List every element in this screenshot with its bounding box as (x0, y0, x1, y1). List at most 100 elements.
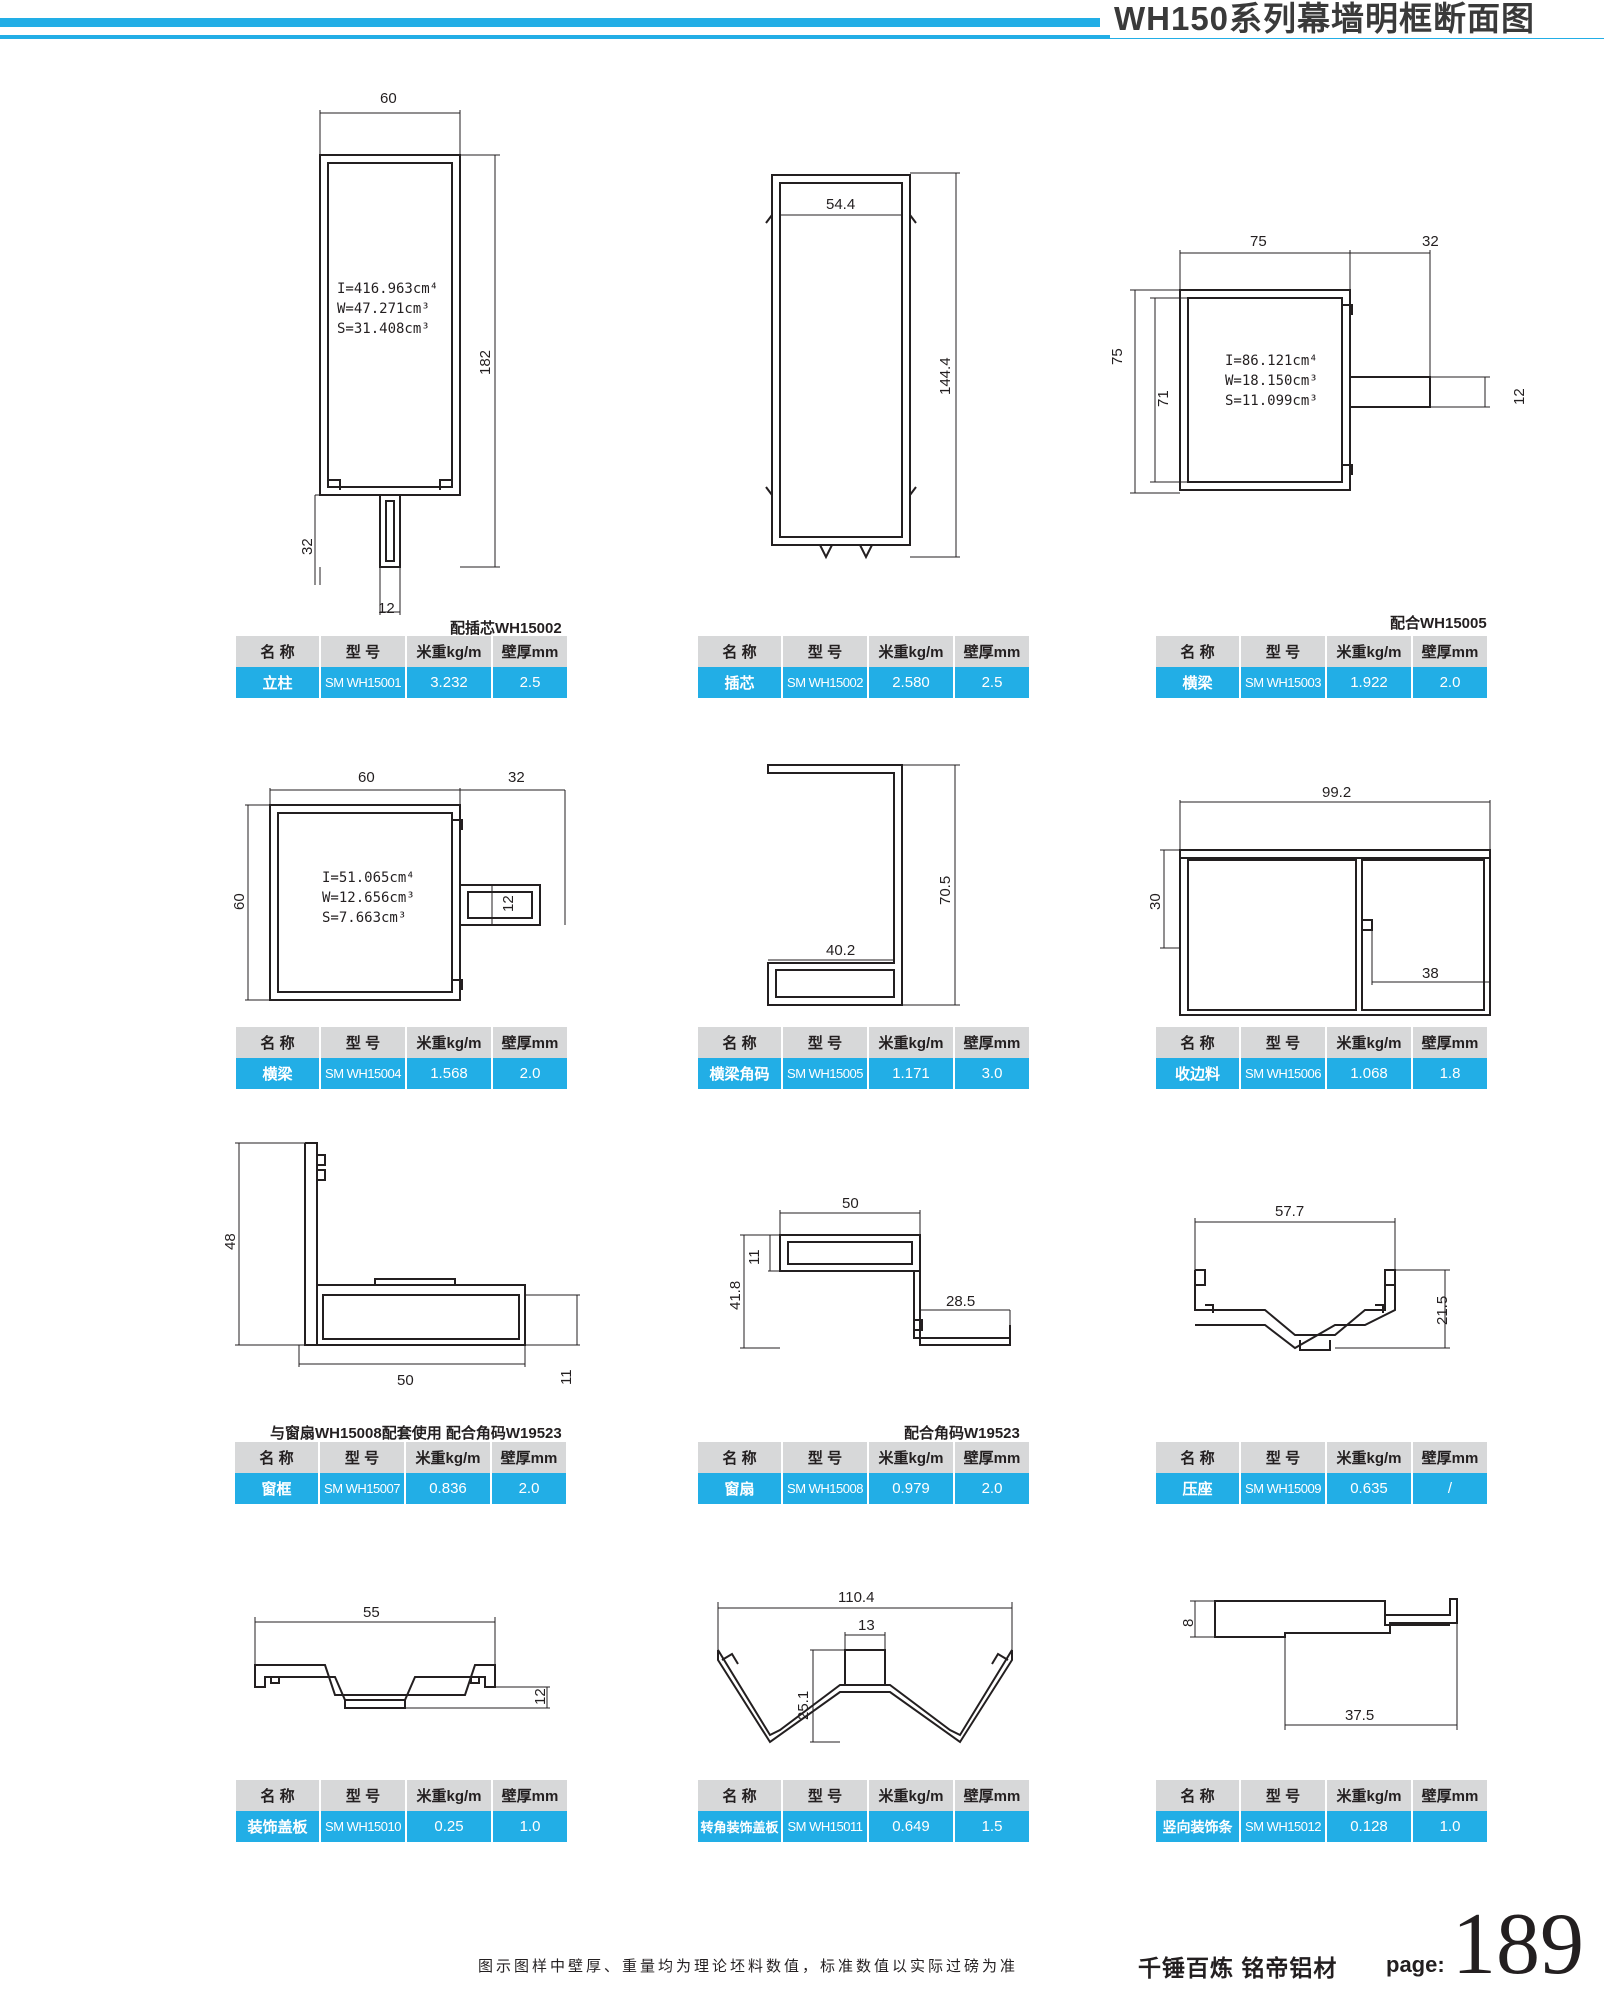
table-header: 米重kg/m (868, 1442, 955, 1473)
profile-name: 竖向装饰条 (1156, 1811, 1241, 1842)
profile-drawing-wh15007: 48 50 11 (222, 1135, 595, 1395)
table-header: 壁厚mm (1412, 1442, 1489, 1473)
table-header: 壁厚mm (954, 636, 1031, 667)
profile-name: 压座 (1156, 1473, 1241, 1504)
table-header: 名 称 (698, 1027, 783, 1058)
table-header: 米重kg/m (1326, 636, 1413, 667)
dim-label: 60 (231, 893, 248, 910)
profile-name: 窗框 (235, 1473, 320, 1504)
dim-label: 11 (746, 1249, 763, 1265)
dim-label: 48 (222, 1233, 239, 1250)
table-header: 壁厚mm (1412, 1027, 1489, 1058)
table-header: 名 称 (1156, 1442, 1241, 1473)
dim-label: 60 (358, 769, 375, 786)
dim-label: 54.4 (826, 196, 855, 213)
dim-label: 40.2 (826, 942, 855, 959)
dim-label: 12 (378, 600, 395, 617)
profile-wall: 1.0 (492, 1811, 569, 1842)
table-header: 名 称 (698, 636, 783, 667)
section-property: W=18.150cm³ (1225, 373, 1318, 389)
table-header: 型 号 (782, 1442, 869, 1473)
profile-note: 配插芯WH15002 (450, 620, 562, 637)
table-header: 米重kg/m (868, 1027, 955, 1058)
profile-name: 立柱 (236, 667, 321, 698)
table-header: 名 称 (698, 1780, 783, 1811)
profile-wall: 2.0 (492, 1058, 569, 1089)
profile-weight: 1.922 (1326, 667, 1413, 698)
dim-label: 144.4 (937, 357, 954, 395)
profile-model: SM WH15011 (782, 1811, 869, 1842)
table-header: 壁厚mm (1412, 636, 1489, 667)
table-header: 壁厚mm (954, 1442, 1031, 1473)
section-property: W=47.271cm³ (337, 301, 430, 317)
table-header: 型 号 (1240, 1442, 1327, 1473)
table-header: 米重kg/m (405, 1442, 492, 1473)
section-property: I=51.065cm⁴ (322, 870, 415, 886)
table-header: 米重kg/m (1326, 1442, 1413, 1473)
profile-wall: 3.0 (954, 1058, 1031, 1089)
header-rule (0, 35, 1604, 39)
profile-model: SM WH15001 (320, 667, 407, 698)
profile-wall: 1.5 (954, 1811, 1031, 1842)
profile-weight: 0.635 (1326, 1473, 1413, 1504)
dim-label: 32 (1422, 233, 1439, 250)
profile-drawing-wh15008: 50 11 41.8 28.5 (727, 1195, 1020, 1360)
dim-label: 182 (477, 350, 494, 375)
profile-model: SM WH15007 (319, 1473, 406, 1504)
profile-model: SM WH15002 (782, 667, 869, 698)
dim-label: 25.1 (795, 1691, 812, 1720)
profile-model: SM WH15005 (782, 1058, 869, 1089)
profile-name: 收边料 (1156, 1058, 1241, 1089)
profile-wall: 2.5 (954, 667, 1031, 698)
profile-wall: 2.5 (492, 667, 569, 698)
dim-label: 32 (299, 538, 316, 555)
profile-model: SM WH15012 (1240, 1811, 1327, 1842)
table-header: 型 号 (1240, 1027, 1327, 1058)
table-header: 米重kg/m (406, 636, 493, 667)
profile-drawing-wh15009: 57.7 21.5 (1175, 1200, 1475, 1360)
profile-wall: 2.0 (954, 1473, 1031, 1504)
dim-label: 57.7 (1275, 1203, 1304, 1220)
table-header: 名 称 (236, 1780, 321, 1811)
table-header: 名 称 (698, 1442, 783, 1473)
profile-weight: 0.128 (1326, 1811, 1413, 1842)
profile-drawing-wh15003: 75 32 75 71 12 I=86.121cm⁴ W=18.150cm³ S… (1109, 225, 1550, 505)
dim-label: 28.5 (946, 1293, 975, 1310)
dim-label: 21.5 (1434, 1296, 1451, 1325)
profile-note: 与窗扇WH15008配套使用 配合角码W19523 (270, 1425, 562, 1442)
section-property: I=86.121cm⁴ (1225, 353, 1318, 369)
profile-model: SM WH15004 (320, 1058, 407, 1089)
profile-wall: / (1412, 1473, 1489, 1504)
footer-brand: 千锤百炼 铭帝铝材 (1138, 1955, 1338, 1981)
profile-drawing-wh15004: 60 32 60 12 I=51.065cm⁴ W=12.656cm³ S=7.… (230, 760, 590, 1010)
profile-wall: 1.8 (1412, 1058, 1489, 1089)
profile-name: 横梁 (236, 1058, 321, 1089)
table-header: 米重kg/m (1326, 1780, 1413, 1811)
profile-weight: 0.979 (868, 1473, 955, 1504)
table-header: 壁厚mm (954, 1780, 1031, 1811)
page-title: WH150系列幕墙明框断面图 (1110, 0, 1604, 38)
profile-wall: 1.0 (1412, 1811, 1489, 1842)
table-header: 壁厚mm (492, 1780, 569, 1811)
section-property: S=7.663cm³ (322, 910, 406, 926)
table-header: 壁厚mm (492, 636, 569, 667)
table-header: 壁厚mm (492, 1027, 569, 1058)
section-property: S=31.408cm³ (337, 321, 430, 337)
table-header: 壁厚mm (1412, 1780, 1489, 1811)
profile-weight: 3.232 (406, 667, 493, 698)
dim-label: 38 (1422, 965, 1439, 982)
table-header: 型 号 (1240, 636, 1327, 667)
table-header: 型 号 (1240, 1780, 1327, 1811)
profile-note: 配合角码W19523 (904, 1425, 1020, 1442)
dim-label: 71 (1155, 390, 1172, 407)
dim-label: 70.5 (937, 876, 954, 905)
dim-label: 8 (1180, 1619, 1197, 1627)
